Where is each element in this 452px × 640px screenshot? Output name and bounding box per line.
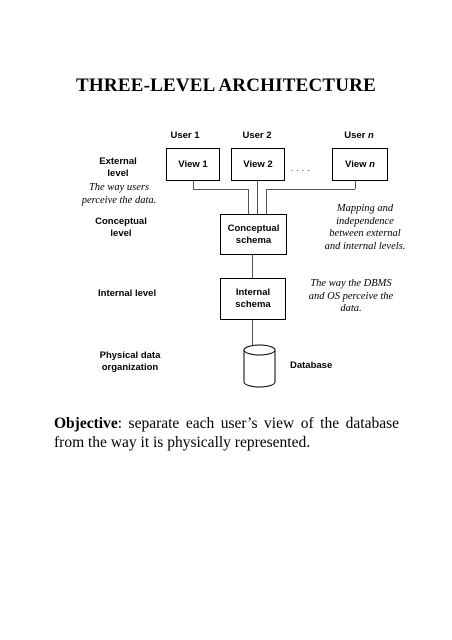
- internal-schema-label: Internal schema: [235, 287, 271, 310]
- database-icon: [243, 344, 276, 388]
- view-ellipsis: . . . .: [291, 164, 311, 173]
- connector-conceptual-internal: [252, 255, 253, 278]
- internal-schema-box: Internal schema: [220, 278, 286, 320]
- view-n-label: View n: [345, 158, 375, 170]
- page-title: THREE-LEVEL ARCHITECTURE: [76, 75, 376, 96]
- annotation-users-perceive: The way users perceive the data.: [81, 182, 157, 206]
- conceptual-schema-box: Conceptual schema: [220, 214, 287, 255]
- connector-view1-conceptual: [193, 181, 194, 189]
- view-n-box: View n: [332, 148, 388, 181]
- objective-label: Objective: [54, 415, 118, 432]
- connector-viewn-horizontal: [266, 189, 355, 190]
- view-2-label: View 2: [243, 158, 273, 170]
- physical-level-label: Physical data organization: [99, 350, 161, 373]
- objective-paragraph: Objective: separate each user’s view of …: [54, 414, 399, 452]
- user-1-label: User 1: [170, 130, 200, 141]
- view-1-label: View 1: [178, 158, 208, 170]
- annotation-dbms-perceive: The way the DBMS and OS perceive the dat…: [308, 278, 394, 314]
- conceptual-schema-label: Conceptual schema: [227, 222, 280, 246]
- database-label: Database: [290, 360, 333, 371]
- internal-level-label: Internal level: [98, 288, 157, 299]
- connector-view1-horizontal: [193, 189, 248, 190]
- objective-text: : separate each user’s view of the datab…: [54, 415, 399, 451]
- connector-viewn-conceptual: [355, 181, 356, 189]
- connector-viewn-down: [266, 189, 267, 214]
- view-1-box: View 1: [166, 148, 220, 181]
- user-n-label: User n: [344, 130, 374, 141]
- connector-internal-database: [252, 320, 253, 348]
- external-level-label: External level: [99, 156, 137, 179]
- connector-view2-conceptual: [257, 181, 258, 214]
- connector-view1-down: [248, 189, 249, 214]
- annotation-mapping: Mapping and independence between externa…: [324, 203, 406, 252]
- conceptual-level-label: Conceptual level: [95, 216, 147, 239]
- user-2-label: User 2: [242, 130, 272, 141]
- view-2-box: View 2: [231, 148, 285, 181]
